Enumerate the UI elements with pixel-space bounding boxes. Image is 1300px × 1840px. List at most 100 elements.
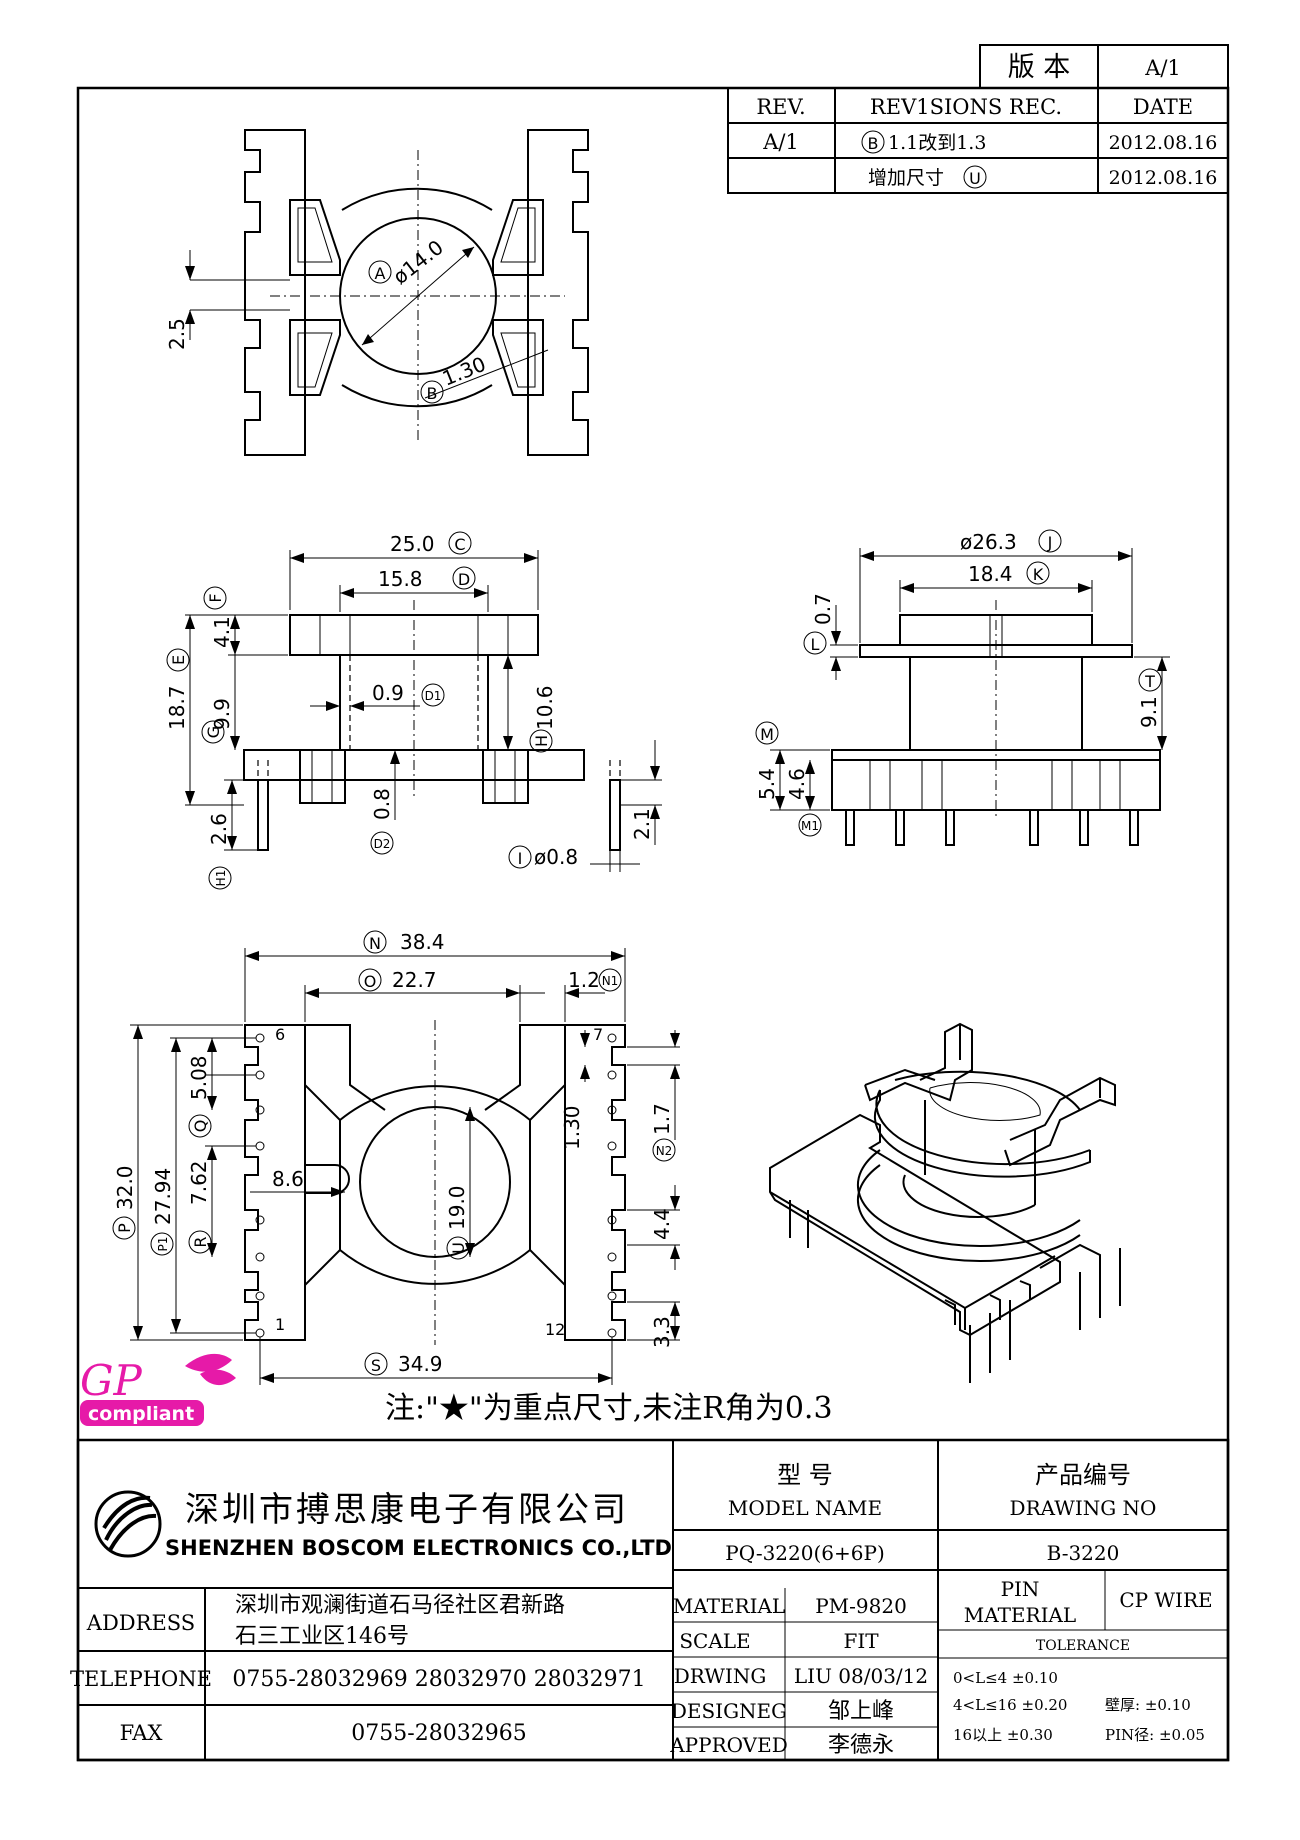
model-name-cn: 型 号 xyxy=(777,1461,833,1489)
telephone-value: 0755-28032969 28032970 28032971 xyxy=(232,1667,645,1692)
side-flange-marker: L xyxy=(811,635,820,654)
side-height-marker: T xyxy=(1144,672,1155,691)
title-block: 深圳市搏思康电子有限公司 SHENZHEN BOSCOM ELECTRONICS… xyxy=(70,1438,1230,1762)
rev-row-1-date: 2012.08.16 xyxy=(1109,132,1218,154)
drawing-no-cn: 产品编号 xyxy=(1035,1461,1131,1489)
fax-value: 0755-28032965 xyxy=(351,1721,526,1746)
company-logo xyxy=(94,1490,162,1558)
tolerance-1: 0<L≤4 ±0.10 xyxy=(953,1669,1058,1687)
bottom-core-marker: U xyxy=(449,1242,468,1254)
front-wall-marker: D1 xyxy=(425,689,442,703)
approved-label: APPROVED xyxy=(669,1733,788,1757)
bottom-edge: 3.3 xyxy=(650,1316,674,1348)
front-winding-marker: G xyxy=(204,726,223,738)
front-flange-top-marker: F xyxy=(206,593,225,602)
front-w-total-marker: C xyxy=(454,535,465,554)
pin-6-label: 6 xyxy=(275,1025,285,1044)
front-pin-len: 2.1 xyxy=(630,808,654,840)
bottom-notch: 1.30 xyxy=(560,1105,584,1150)
front-inner-h: 10.6 xyxy=(533,685,557,730)
front-w-inner-marker: D xyxy=(458,570,470,589)
top-wall-dim: 1.30 xyxy=(439,352,489,391)
company-name-en: SHENZHEN BOSCOM ELECTRONICS CO.,LTD xyxy=(165,1536,672,1560)
top-view: 2.5 A ø14.0 B 1.30 xyxy=(165,129,589,456)
rev-row-1-marker: B xyxy=(868,134,879,153)
front-flange-top: 4.1 xyxy=(210,616,234,648)
bottom-w-pins-marker: S xyxy=(371,1356,381,1375)
version-label: 版 本 xyxy=(1008,52,1071,83)
bottom-tab-marker: N1 xyxy=(602,974,619,988)
bottom-pitch2: 7.62 xyxy=(187,1160,211,1205)
rev-row-2-date: 2012.08.16 xyxy=(1109,167,1218,189)
bottom-w-total-marker: N xyxy=(369,934,381,953)
top-dia-marker: A xyxy=(375,264,386,283)
scale-value: FIT xyxy=(843,1629,879,1653)
bottom-h-pins: 27.94 xyxy=(151,1168,175,1225)
bottom-view: 6 7 1 12 N 38.4 O 22.7 1.2 N1 xyxy=(112,930,680,1385)
pin-tolerance: PIN径: ±0.05 xyxy=(1105,1726,1205,1744)
pin-material-label-1: PIN xyxy=(1001,1577,1040,1601)
bottom-core: 19.0 xyxy=(445,1185,469,1230)
bottom-h-pins-marker: P1 xyxy=(156,1237,170,1252)
company-name-cn: 深圳市搏思康电子有限公司 xyxy=(185,1490,629,1530)
bottom-pitch-marker: Q xyxy=(191,1120,210,1133)
front-winding: 9.9 xyxy=(210,698,234,730)
designer-value: 邹上峰 xyxy=(828,1699,894,1724)
front-pin-below: 2.6 xyxy=(207,813,231,845)
drawing-note: 注:"★"为重点尺寸,未注R角为0.3 xyxy=(385,1391,833,1426)
bottom-slot: 8.6 xyxy=(272,1167,304,1191)
bottom-pitch: 5.08 xyxy=(187,1055,211,1100)
wall-tolerance: 壁厚: ±0.10 xyxy=(1105,1696,1191,1714)
pin-7-label: 7 xyxy=(593,1025,603,1044)
side-view: ø26.3 J 18.4 K 0.7 L 9.1 T 5 xyxy=(755,529,1170,846)
drawing-no-en: DRAWING NO xyxy=(1010,1496,1157,1520)
side-base: 5.4 xyxy=(755,768,779,800)
front-w-inner: 15.8 xyxy=(378,567,423,591)
revision-table: REV. REV1SIONS REC. DATE A/1 B 1.1改到1.3 … xyxy=(727,87,1229,194)
side-flange: 0.7 xyxy=(811,593,835,625)
bottom-pitch2-marker: R xyxy=(191,1236,210,1247)
tolerance-3: 16以上 ±0.30 xyxy=(953,1726,1053,1744)
pin-12-label: 12 xyxy=(545,1320,565,1339)
side-base-marker: M xyxy=(760,725,774,744)
tolerance-2: 4<L≤16 ±0.20 xyxy=(953,1696,1067,1714)
rev-row-1-rev: A/1 xyxy=(762,130,799,154)
rev-row-2-marker: U xyxy=(969,169,981,188)
bottom-w-total: 38.4 xyxy=(400,930,445,954)
version-box: 版 本 A/1 xyxy=(979,44,1229,89)
front-inner-h-marker: H xyxy=(532,735,551,747)
bottom-h-total-marker: P xyxy=(115,1223,134,1233)
drawing-no-value: B-3220 xyxy=(1047,1541,1120,1565)
rev-row-2-text: 增加尺寸 xyxy=(868,167,944,189)
top-dia-dim: ø14.0 xyxy=(388,235,448,289)
front-w-total: 25.0 xyxy=(390,532,435,556)
front-base-marker: D2 xyxy=(374,837,391,851)
pin-1-label: 1 xyxy=(275,1315,285,1334)
side-dia-marker: J xyxy=(1047,533,1053,552)
bottom-h-total: 32.0 xyxy=(113,1165,137,1210)
side-height: 9.1 xyxy=(1137,696,1161,728)
isometric-view xyxy=(769,1022,1121,1383)
logo-compliant: compliant xyxy=(88,1403,194,1425)
approved-value: 李德永 xyxy=(828,1733,894,1758)
logo-gp: GP xyxy=(80,1356,143,1405)
model-name-en: MODEL NAME xyxy=(728,1496,882,1520)
material-value: PM-9820 xyxy=(815,1594,907,1618)
side-base-inner-marker: M1 xyxy=(801,819,819,833)
material-label: MATERIAL xyxy=(673,1594,785,1618)
pin-material-value: CP WIRE xyxy=(1119,1588,1212,1612)
side-base-inner: 4.6 xyxy=(785,768,809,800)
gp-compliant-logo: GP compliant xyxy=(80,1353,236,1426)
top-slot-dim: 2.5 xyxy=(165,318,189,350)
scale-label: SCALE xyxy=(679,1629,750,1653)
address-line-1: 深圳市观澜街道石马径社区君新路 xyxy=(235,1593,565,1618)
version-value: A/1 xyxy=(1144,56,1181,80)
side-inner: 18.4 xyxy=(968,562,1013,586)
address-label: ADDRESS xyxy=(86,1611,195,1635)
date-col-header: DATE xyxy=(1133,95,1193,119)
top-wall-marker: B xyxy=(427,384,438,403)
rev-row-1-text: 1.1改到1.3 xyxy=(888,132,986,154)
side-dia: ø26.3 xyxy=(960,530,1017,554)
designer-label: DESIGNEG xyxy=(671,1699,787,1723)
